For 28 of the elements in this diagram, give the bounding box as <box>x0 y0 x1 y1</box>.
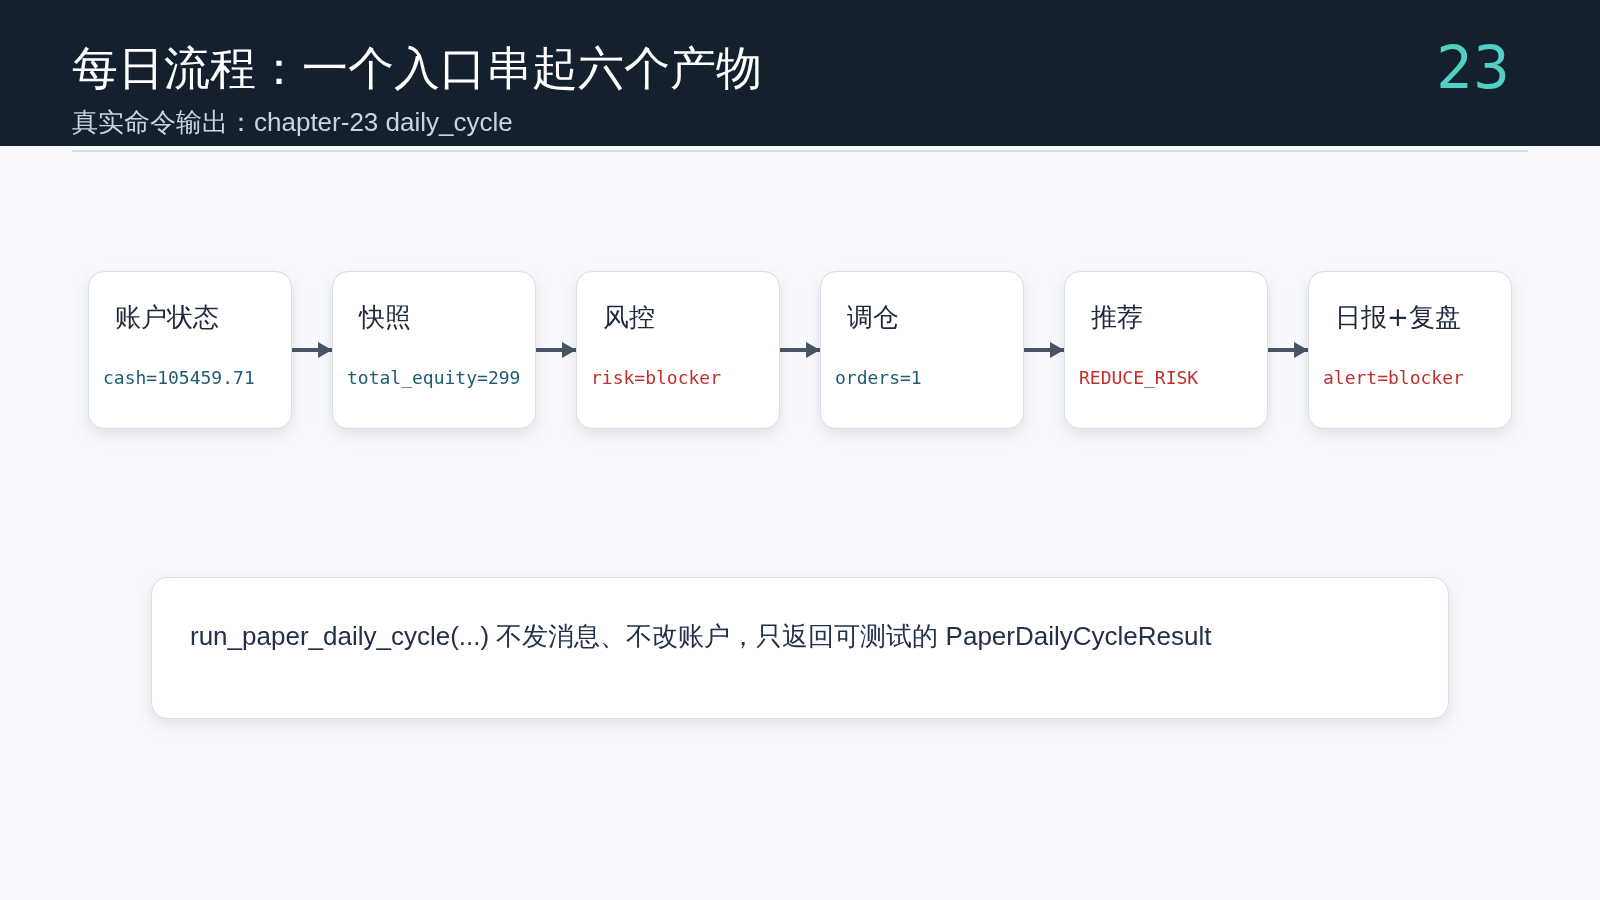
process-box <box>88 271 292 429</box>
step-title: 日报+复盘 <box>1335 301 1461 334</box>
step-title: 调仓 <box>847 301 899 334</box>
process-box <box>820 271 1024 429</box>
code-text: orders=1 <box>835 366 922 390</box>
process-box <box>332 271 536 429</box>
code-text: total_equity=299 <box>347 366 521 390</box>
page-number: 23 <box>1436 34 1510 102</box>
arrow <box>1268 342 1308 358</box>
process-box <box>1308 271 1512 429</box>
code-text: alert=blocker <box>1323 366 1464 390</box>
step-title: 账户状态 <box>115 301 219 334</box>
arrow <box>536 342 576 358</box>
code-text: risk=blocker <box>591 366 722 390</box>
step-title: 快照 <box>359 301 411 334</box>
arrow <box>1024 342 1064 358</box>
arrow <box>780 342 820 358</box>
arrow <box>292 342 332 358</box>
title: 每日流程：一个入口串起六个产物 <box>72 40 762 97</box>
note-box <box>151 577 1449 719</box>
process-box <box>1064 271 1268 429</box>
subtitle: 真实命令输出：chapter-23 daily_cycle <box>72 106 513 138</box>
step-title: 风控 <box>603 301 655 334</box>
step-title: 推荐 <box>1091 301 1143 334</box>
process-box <box>576 271 780 429</box>
code-text: cash=105459.71 <box>103 366 255 390</box>
code-text: REDUCE_RISK <box>1079 366 1199 390</box>
note-text: run_paper_daily_cycle(...) 不发消息、不改账户，只返回可测试的 PaperDailyCycleResult <box>190 620 1213 652</box>
